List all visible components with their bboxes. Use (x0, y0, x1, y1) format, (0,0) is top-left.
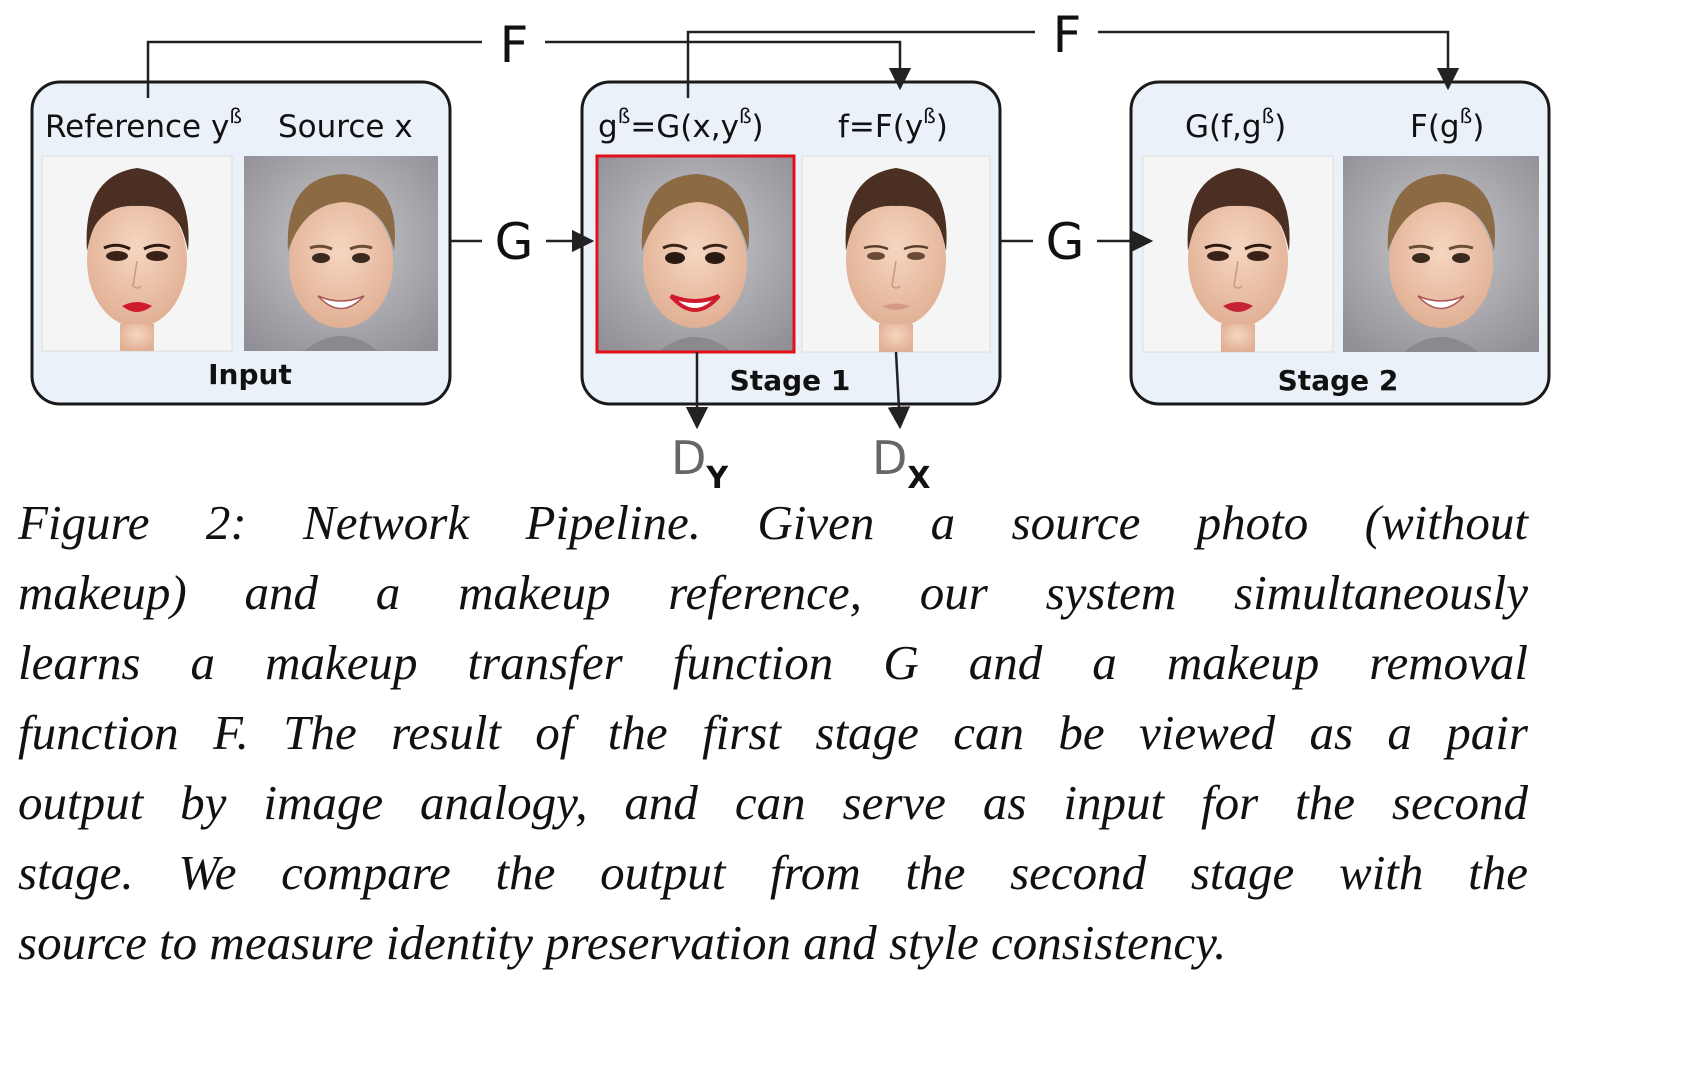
connector-f-stage2 (686, 30, 1460, 98)
photo-woman-makeup-input (41, 155, 233, 352)
panel-label: Input (208, 358, 292, 391)
connector-f-stage1 (146, 40, 912, 98)
photo-man-source-input (244, 156, 438, 351)
photo-man-makeup-stage1 (595, 154, 796, 354)
image-caption-removal: f=F(yß) (838, 104, 948, 145)
f-label-stage2: F (1053, 6, 1082, 64)
photo-woman-makeup-stage2 (1142, 155, 1334, 353)
caption-line: learns a makeup transfer function G and … (18, 635, 1528, 690)
g-label-stage1: G (495, 213, 534, 271)
f-label-stage1: F (500, 16, 529, 74)
caption-line: function F. The result of the first stag… (18, 705, 1528, 760)
caption-line: Figure 2: Network Pipeline. Given a sour… (18, 495, 1528, 550)
image-caption-source: Source x (278, 109, 413, 145)
connector-dx (887, 351, 911, 430)
g-label-stage2: G (1046, 213, 1085, 271)
caption-line: makeup) and a makeup reference, our syst… (18, 565, 1528, 620)
dy-label: DY (671, 431, 729, 496)
image-caption-transfer: gß=G(x,yß) (598, 104, 764, 145)
photo-woman-nomakeup-stage1 (801, 155, 991, 353)
image-caption-reference: Reference yß (45, 104, 242, 145)
caption-line: stage. We compare the output from the se… (18, 845, 1528, 900)
panel-label: Stage 1 (730, 364, 851, 397)
figure-caption: Figure 2: Network Pipeline. Given a sour… (18, 488, 1528, 978)
caption-line: output by image analogy, and can serve a… (18, 775, 1528, 830)
image-caption-stage2-right: F(gß) (1410, 104, 1484, 145)
caption-line: source to measure identity preservation … (18, 915, 1227, 970)
dx-label: DX (872, 431, 931, 496)
panel-label: Stage 2 (1278, 364, 1399, 397)
photo-man-nomakeup-stage2 (1343, 156, 1539, 352)
image-caption-stage2-left: G(f,gß) (1185, 104, 1286, 145)
pipeline-figure: Reference yß Source x Input gß=G(x,yß) f… (30, 6, 1551, 496)
